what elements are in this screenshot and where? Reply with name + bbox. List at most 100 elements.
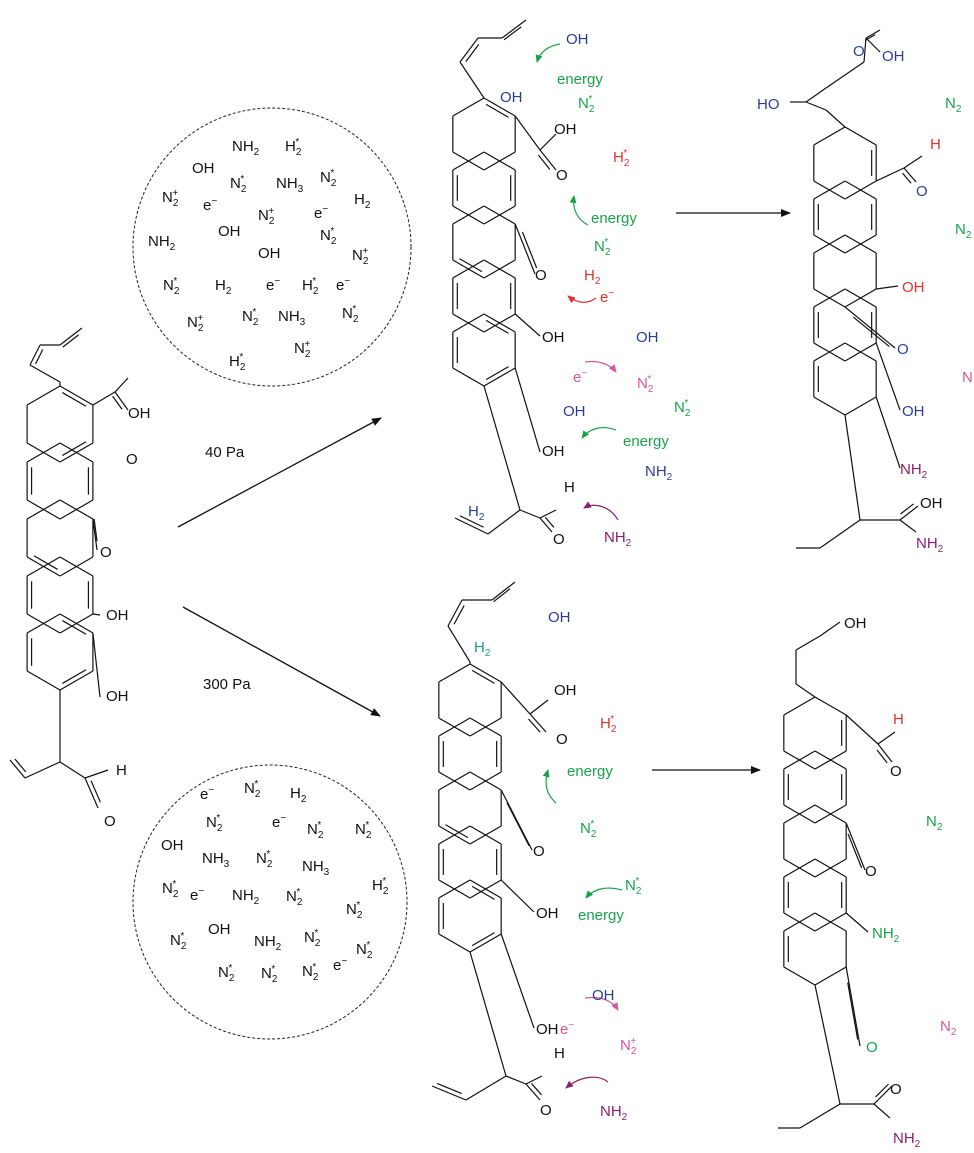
species-label: e− — [200, 785, 214, 803]
bond — [500, 933, 535, 1029]
bond — [873, 1103, 891, 1119]
bond — [500, 879, 535, 913]
species-label: N2* — [304, 928, 321, 949]
bond — [864, 34, 876, 41]
bond — [814, 750, 847, 770]
bond — [877, 731, 896, 745]
bond — [783, 858, 816, 878]
bond — [438, 933, 471, 953]
bond — [452, 259, 485, 279]
species-label: energy — [578, 907, 624, 924]
species-label: OH — [106, 607, 129, 624]
species-label: OH — [554, 121, 577, 138]
species-label: H — [116, 762, 127, 779]
species-label: N2* — [674, 398, 691, 419]
species-label: N2* — [261, 964, 278, 985]
bond — [899, 519, 917, 533]
bond — [469, 879, 502, 899]
bond — [505, 1075, 527, 1085]
bond — [783, 966, 816, 986]
bond — [813, 126, 846, 146]
bond — [814, 912, 847, 932]
species-label: NH2 — [232, 138, 260, 158]
species-label: O — [890, 763, 902, 780]
curved-arrow — [583, 501, 619, 521]
species-label: N2* — [162, 879, 179, 900]
species-label: OH — [536, 1021, 559, 1038]
curved-arrow — [567, 295, 597, 304]
bond — [514, 223, 536, 275]
species-label: N2* — [163, 276, 180, 297]
species-label: N2* — [625, 876, 642, 897]
plasma-circle-40pa — [132, 107, 412, 387]
species-label: H — [893, 711, 904, 728]
bond — [521, 231, 538, 269]
species-label: energy — [623, 433, 669, 450]
bond — [469, 933, 502, 953]
bond — [844, 180, 877, 200]
bond — [452, 313, 485, 333]
species-label: NH2 — [900, 461, 928, 481]
bond — [59, 499, 94, 520]
bond — [471, 669, 495, 684]
species-label: O — [890, 1081, 902, 1098]
bond — [844, 342, 877, 362]
species-label: O — [556, 731, 568, 748]
bond — [529, 713, 547, 733]
bond — [805, 87, 827, 103]
bond — [469, 717, 502, 737]
bond — [525, 1075, 543, 1085]
bond — [795, 683, 816, 698]
species-label: e− — [573, 368, 587, 386]
species-label: N2* — [242, 307, 259, 328]
bond — [501, 19, 527, 39]
bond — [500, 681, 531, 715]
species-label: O — [104, 813, 116, 830]
bond — [852, 316, 890, 348]
bond — [59, 761, 86, 779]
bond — [902, 172, 912, 184]
bond — [465, 1075, 507, 1101]
species-label: O — [556, 167, 568, 184]
bond — [59, 385, 94, 406]
species-label: N2* — [355, 820, 372, 841]
species-label: e− — [190, 886, 204, 904]
bond — [459, 258, 483, 273]
curved-arrow — [585, 887, 623, 899]
species-label: energy — [567, 763, 613, 780]
curved-arrow — [569, 195, 589, 226]
species-label: OH — [554, 682, 577, 699]
species-label: NH3 — [302, 858, 330, 878]
species-label: NH2 — [645, 463, 673, 483]
species-label: NH2 — [254, 933, 282, 953]
species-label: e− — [272, 813, 286, 831]
bond — [814, 804, 847, 824]
bond — [844, 288, 877, 308]
species-label: N2+ — [620, 1036, 637, 1057]
species-label: N2 — [955, 221, 972, 241]
bond — [469, 663, 502, 683]
bond — [814, 858, 847, 878]
bond — [483, 151, 516, 171]
species-label: H — [564, 479, 575, 496]
species-label: H2* — [302, 276, 319, 297]
bond — [62, 441, 87, 456]
bond — [9, 759, 26, 779]
bond — [819, 621, 841, 637]
species-label: OH — [548, 609, 571, 626]
bond — [14, 758, 27, 773]
species-label: NH2 — [148, 233, 176, 253]
bond — [783, 912, 816, 932]
molecule-intermediate-300pa — [431, 581, 549, 1101]
bond — [813, 234, 846, 254]
species-label: OH — [902, 279, 925, 296]
attack-arrows — [535, 43, 623, 1089]
bond — [485, 103, 509, 118]
bond — [863, 37, 867, 63]
bond — [805, 101, 827, 111]
bond — [519, 509, 541, 519]
bond — [84, 769, 109, 779]
bond — [529, 699, 549, 715]
